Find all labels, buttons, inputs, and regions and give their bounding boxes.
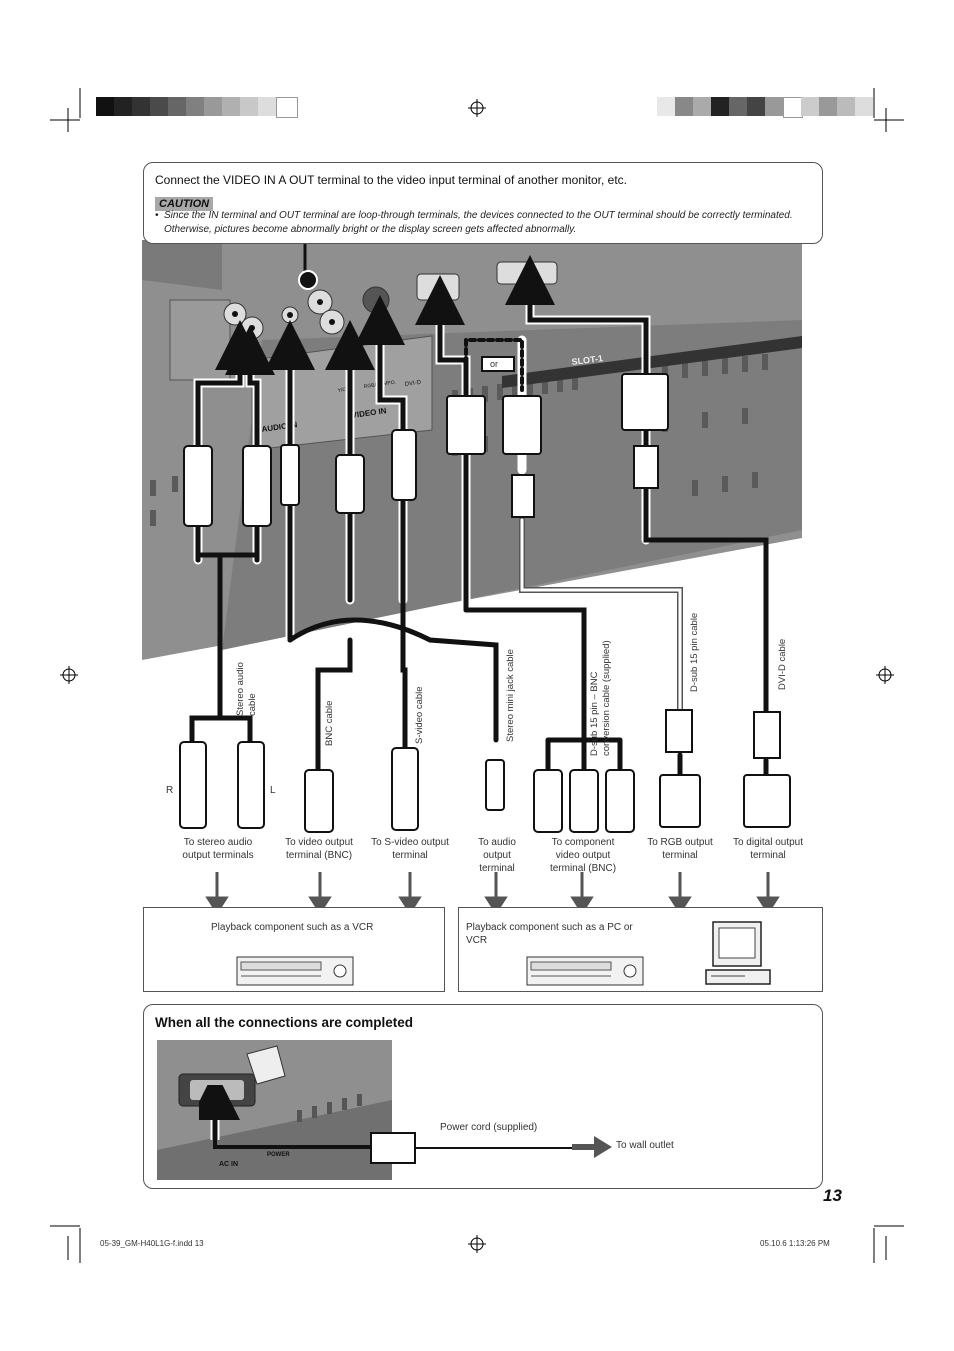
or-label: or [490, 359, 499, 369]
dvi-label: DVI-D [404, 380, 422, 388]
power-cord [199, 1085, 579, 1164]
right-channel-label: R [166, 785, 174, 796]
caution-badge: CAUTION [155, 197, 214, 211]
bullet-icon: • [155, 210, 159, 221]
yc-in-label: Y/C IN [337, 386, 353, 394]
callout-main-text: Connect the VIDEO IN A OUT terminal to t… [155, 173, 628, 187]
vcr-icon-2 [526, 956, 644, 986]
crop-marks [50, 88, 904, 132]
dest-svideo: To S-video output terminal [371, 837, 449, 861]
svideo-cable-label: S-video cable [414, 686, 425, 744]
power-cord-label: Power cord (supplied) [440, 1122, 538, 1133]
loop-through-callout: Connect the VIDEO IN A OUT terminal to t… [143, 162, 823, 244]
completion-heading: When all the connections are completed [155, 1015, 414, 1030]
dest-audio: To audio output terminal [478, 837, 516, 874]
completion-section: When all the connections are completed A… [143, 1004, 823, 1189]
dest-rgb: To RGB output terminal [647, 837, 713, 861]
dest-stereo-audio: To stereo audio output terminals [182, 837, 254, 861]
bnc-cable-label: BNC cable [324, 700, 335, 746]
rca-plug-icon [183, 445, 213, 527]
stereo-audio-cable-label: Stereo audio cable [235, 662, 258, 716]
playback-box-right: Playback component such as a PC or VCR [458, 907, 823, 992]
stereo-mini-cable-label: Stereo mini jack cable [505, 649, 516, 742]
vcr-icon [236, 956, 354, 986]
dest-component: To component video output terminal (BNC) [549, 837, 617, 874]
dvid-cable-label: DVI-D cable [777, 638, 788, 690]
caution-text: • Since the IN terminal and OUT terminal… [155, 209, 810, 237]
dest-video-bnc: To video output terminal (BNC) [285, 837, 353, 861]
playback-box-left: Playback component such as a VCR [143, 907, 445, 992]
dest-digital: To digital output terminal [732, 837, 804, 861]
footer-date: 05.10.6 1:13:26 PM [760, 1239, 830, 1248]
left-channel-label: L [270, 785, 276, 796]
power-label: POWER [267, 1152, 290, 1158]
footer-file: 05-39_GM-H40L1G-f.indd 13 [100, 1239, 204, 1248]
ac-in-label: AC IN [219, 1161, 238, 1168]
playback-right-label: Playback component such as a PC or VCR [466, 922, 633, 946]
page-number: 13 [823, 1186, 842, 1205]
video-out-terminal-marker [298, 270, 318, 290]
right-arrow-icon [572, 1136, 612, 1158]
wall-outlet-label: To wall outlet [616, 1140, 674, 1151]
dsub15-cable-label: D-sub 15 pin cable [689, 612, 700, 692]
power-inlet-illustration: AC IN POWER [157, 1040, 392, 1180]
side-registration-marks [60, 666, 894, 684]
dsub-bnc-cable-label: D-sub 15 pin – BNC conversion cable (sup… [589, 640, 612, 756]
footer-marks [50, 1225, 904, 1263]
slot-label: SLOT-1 [571, 353, 603, 367]
pc-monitor-icon [705, 921, 771, 985]
caution-text-body: Since the IN terminal and OUT terminal a… [164, 210, 793, 235]
playback-left-label: Playback component such as a VCR [211, 922, 374, 933]
